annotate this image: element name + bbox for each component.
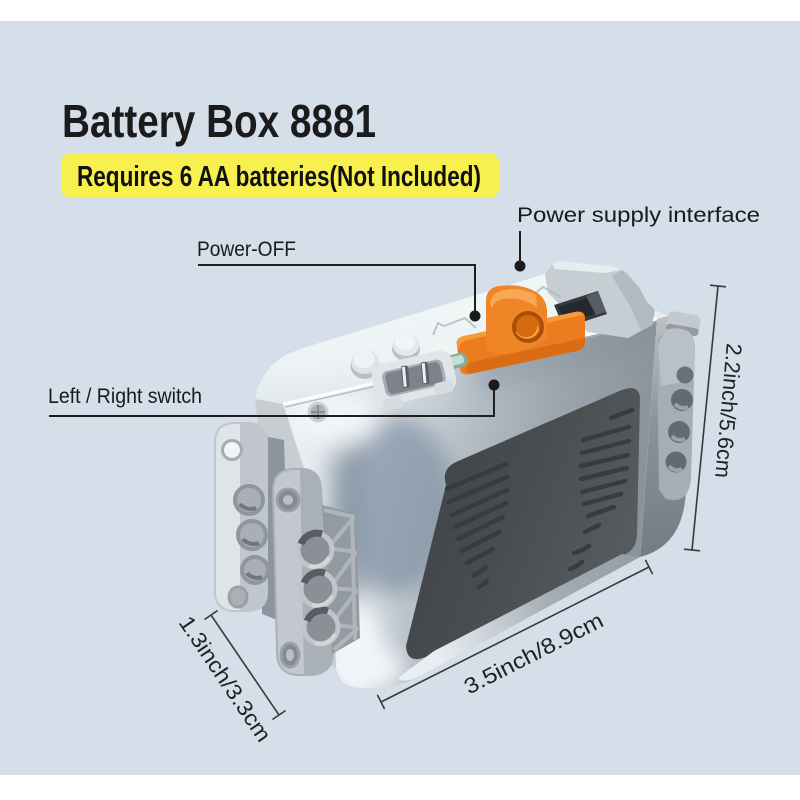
svg-text:Left / Right switch: Left / Right switch	[48, 385, 202, 408]
svg-text:Battery Box 8881: Battery Box 8881	[62, 95, 376, 147]
svg-text:Power-OFF: Power-OFF	[197, 238, 296, 261]
svg-text:Power supply interface: Power supply interface	[517, 204, 760, 227]
svg-text:Requires 6 AA batteries(Not In: Requires 6 AA batteries(Not Included)	[77, 161, 481, 193]
